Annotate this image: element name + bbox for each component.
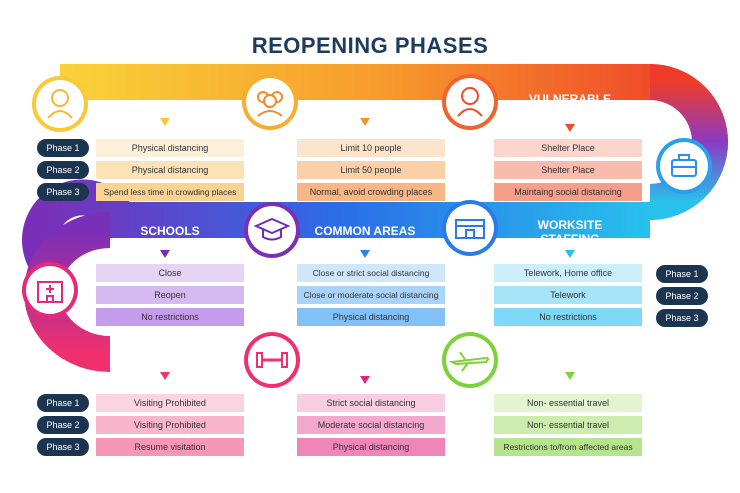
cell-worksite-phase-1: Telework, Home office [494,264,642,282]
cell-common-areas-phase-3: Physical distancing [297,308,445,326]
phase-pill: Phase 1 [37,139,89,157]
cell-large-groups-phase-1: Limit 10 people [297,139,445,157]
cell-schools-phase-2: Reopen [96,286,244,304]
cell-large-venues-phase-2: Moderate social distancing [297,416,445,434]
phase-pill: Phase 3 [37,183,89,201]
cell-large-venues-phase-1: Strict social distancing [297,394,445,412]
vulnerable-person-icon [446,78,494,126]
cell-large-groups-phase-2: Limit 50 people [297,161,445,179]
label-large-groups: LARGE GROUPS [316,98,414,112]
cell-vulnerable-phase-3: Maintaing social distancing [494,183,642,201]
label-vulnerable-individuals: VULNERABLE INDIVIDUALS [528,92,611,120]
cell-hospitals-phase-3: Resume visitation [96,438,244,456]
cell-worksite-phase-2: Telework [494,286,642,304]
cell-travel-phase-2: Non- essential travel [494,416,642,434]
label-large-venues-note: (sports, church, gym, theater) [319,363,411,370]
label-travel: TRAVEL [546,354,594,368]
briefcase-icon [660,142,708,190]
phase-pill: Phase 3 [656,309,708,327]
cell-all-individuals-phase-3: Spend less time in crowding places [96,183,244,201]
phase-pill: Phase 3 [37,438,89,456]
cell-all-individuals-phase-1: Physical distancing [96,139,244,157]
label-schools: SCHOOLS [140,224,200,238]
cell-travel-phase-3: Restrictions to/from affected areas [494,438,642,456]
cell-schools-phase-1: Close [96,264,244,282]
phase-pill: Phase 1 [37,394,89,412]
phase-pill: Phase 2 [37,416,89,434]
person-icon [36,80,84,128]
cell-schools-phase-3: No restrictions [96,308,244,326]
cell-hospitals-phase-2: Visiting Prohibited [96,416,244,434]
cell-large-groups-phase-3: Normal, avoid crowding places [297,183,445,201]
phase-pill: Phase 1 [656,265,708,283]
phase-pill: Phase 2 [656,287,708,305]
label-hospitals: HOSPITALS [136,348,204,362]
label-large-venues: LARGE VENUES (sports, church, gym, theat… [300,348,430,371]
label-all-individuals: ALL INDIVIDUALS [118,98,222,112]
airplane-icon [446,336,494,384]
cell-common-areas-phase-1: Close or strict social distancing [297,264,445,282]
group-icon [246,78,294,126]
cell-travel-phase-1: Non- essential travel [494,394,642,412]
label-common-areas: COMMON AREAS [314,224,416,238]
cell-worksite-phase-3: No restrictions [494,308,642,326]
cell-vulnerable-phase-1: Shelter Place [494,139,642,157]
building-icon [446,204,494,252]
cell-large-venues-phase-3: Physical distancing [297,438,445,456]
cell-vulnerable-phase-2: Shelter Place [494,161,642,179]
phase-pill: Phase 2 [37,161,89,179]
label-worksite-staffing: WORKSITE STAFFING [537,218,603,246]
hospital-icon [26,266,74,314]
label-large-venues-name: LARGE VENUES [317,348,413,362]
cell-hospitals-phase-1: Visiting Prohibited [96,394,244,412]
cell-common-areas-phase-2: Close or moderate social distancing [297,286,445,304]
page-title: REOPENING PHASES [251,33,489,58]
graduation-cap-icon [248,206,296,254]
dumbbell-icon [248,336,296,384]
cell-all-individuals-phase-2: Physical distancing [96,161,244,179]
